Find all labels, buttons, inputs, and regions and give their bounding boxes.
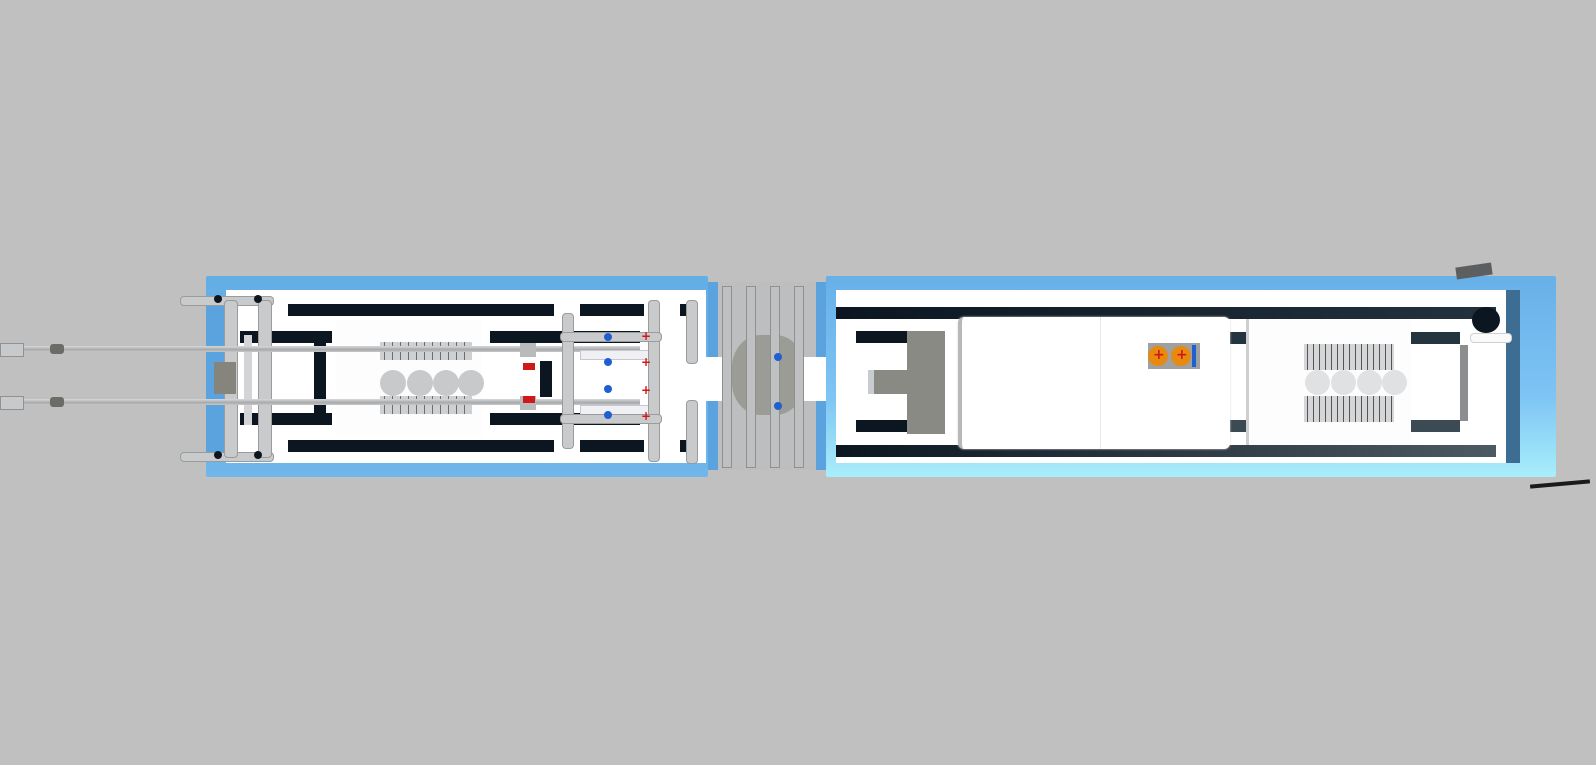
rear-engine-cylinder-3 (1357, 370, 1382, 395)
turntable-blue-pin-1 (774, 353, 782, 361)
turntable (732, 335, 804, 415)
red-bush-bottom (523, 396, 535, 403)
front-rail-bottom-2 (580, 440, 644, 452)
rear-engine-fins-top (1304, 344, 1394, 370)
red-bush-top (523, 363, 535, 370)
blue-pin-3 (604, 385, 612, 393)
orange-connector-1 (1148, 346, 1168, 366)
piston-rod-top (0, 346, 640, 352)
front-engine-cylinder-3 (433, 370, 459, 396)
red-axle-pin-4: + (641, 409, 652, 423)
rear-engine-cylinder-4 (1382, 370, 1407, 395)
articulation-white-gap-right (804, 357, 830, 401)
link-beam-v4 (686, 400, 698, 464)
red-pin-connector-1: + (1153, 347, 1165, 363)
front-mid-vertical (540, 361, 552, 397)
front-inner-top (240, 331, 332, 343)
blue-pin-4 (604, 411, 612, 419)
articulation-beam-2 (746, 286, 756, 468)
rod-end-bottom (0, 396, 24, 410)
blue-pin-2 (604, 358, 612, 366)
front-inner-vertical (314, 343, 326, 413)
rear-end-top (1410, 332, 1460, 344)
articulation-beam-4 (794, 286, 804, 468)
orange-connector-2 (1171, 346, 1191, 366)
front-rail-top (288, 304, 554, 316)
front-rail-bottom (288, 440, 554, 452)
red-axle-pin-3: + (641, 383, 652, 397)
rear-car-end-dark (1506, 290, 1520, 463)
articulation-beam-1 (722, 286, 732, 468)
rear-grey-bar (1460, 345, 1468, 421)
front-coupler-block (214, 362, 236, 394)
rear-engine-cylinder-2 (1331, 370, 1356, 395)
bumper-pin-2 (254, 295, 262, 303)
piston-rod-bottom (0, 399, 640, 405)
bumper-pin-1 (214, 295, 222, 303)
red-axle-pin-1: + (641, 329, 652, 343)
battery-box (958, 317, 1230, 449)
rod-collar-bottom (50, 397, 64, 407)
turntable-blue-pin-2 (774, 402, 782, 410)
articulation-beam-3 (770, 286, 780, 468)
horn-ring (1470, 333, 1512, 343)
link-beam-v2 (648, 300, 660, 462)
blue-pin-1 (604, 333, 612, 341)
piston-clamp-top (520, 343, 536, 357)
rear-end-bottom (1410, 420, 1460, 432)
exhaust-stack (1472, 307, 1500, 333)
front-engine-cylinder-4 (458, 370, 484, 396)
front-rail-top-2 (580, 304, 644, 316)
front-engine-cylinder-1 (380, 370, 406, 396)
rear-rail-top (836, 307, 1496, 319)
rod-end-top (0, 343, 24, 357)
front-coupler-axle (244, 335, 252, 425)
rear-engine-fins-bottom (1304, 396, 1394, 422)
front-bumper-right-beam (258, 300, 272, 458)
blue-switch-edge (1192, 345, 1196, 367)
rear-engine-cylinder-1 (1305, 370, 1330, 395)
rear-coupler-tongue (868, 370, 914, 394)
front-engine-cylinder-2 (407, 370, 433, 396)
red-pin-connector-2: + (1176, 347, 1188, 363)
red-axle-pin-2: + (641, 355, 652, 369)
rear-antenna (1529, 479, 1591, 489)
link-beam-v3 (686, 300, 698, 364)
bumper-pin-4 (254, 451, 262, 459)
front-inner-bottom (240, 413, 332, 425)
battery-box-divider (1100, 317, 1101, 449)
rod-collar-top (50, 344, 64, 354)
bumper-pin-3 (214, 451, 222, 459)
